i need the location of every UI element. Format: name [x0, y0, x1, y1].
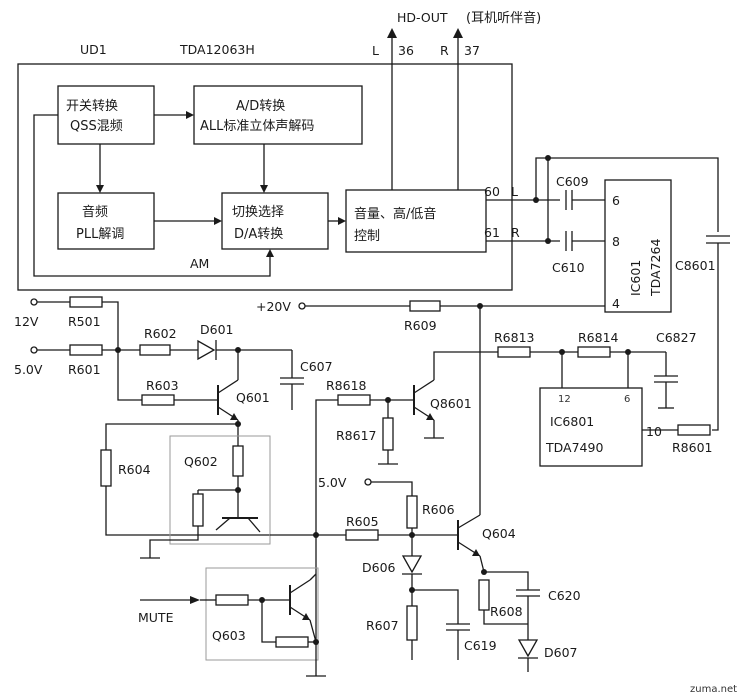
- supply-inputs: 12V R501 5.0V R601: [14, 296, 140, 377]
- r8618-label: R8618: [326, 378, 367, 393]
- r601-label: R601: [68, 362, 101, 377]
- c610-label: C610: [552, 260, 585, 275]
- d607-stage: R608 C620 D607: [478, 569, 581, 672]
- r6813-label: R6813: [494, 330, 535, 345]
- am-label: AM: [190, 256, 209, 271]
- r604: R604: [100, 449, 270, 536]
- ic601-pin6: 6: [612, 193, 620, 208]
- block-pll-line1: 音频: [82, 204, 108, 220]
- watermark: zuma.net: [690, 684, 737, 695]
- r602-d601-c607: R602 D601 C607: [139, 322, 333, 410]
- ud1-part: TDA12063H: [179, 42, 255, 57]
- block-qss: [57, 85, 155, 145]
- block-ad: [193, 85, 363, 145]
- c8601: C8601: [675, 235, 730, 431]
- q8601-stage: R8618 R8617 Q8601: [315, 351, 498, 645]
- hd-out-r-arrow-icon: [453, 28, 463, 38]
- d606-label: D606: [362, 560, 396, 575]
- q604-label: Q604: [482, 526, 516, 541]
- block-qss-line1: 开关转换: [66, 99, 118, 114]
- hd-out-group: HD-OUT (耳机听伴音) L 36 R 37: [372, 10, 541, 190]
- block-switch-line1: 切换选择: [232, 205, 284, 220]
- mute-label: MUTE: [138, 610, 174, 625]
- q603-area: MUTE Q603: [138, 567, 326, 677]
- v5a-label: 5.0V: [14, 362, 43, 377]
- c620-label: C620: [548, 588, 581, 603]
- ic601-pin8: 8: [612, 234, 620, 249]
- hd-out-pin-r-num: 37: [464, 43, 480, 58]
- q603-label: Q603: [212, 628, 246, 643]
- hd-out-pin-l-num: 36: [398, 43, 414, 58]
- block-ad-line2: ALL标准立体声解码: [200, 119, 314, 134]
- r608-label: R608: [490, 604, 523, 619]
- v5b-label: 5.0V: [318, 475, 347, 490]
- v20-rail: +20V R609: [256, 299, 605, 333]
- r602-label: R602: [144, 326, 177, 341]
- r501-label: R501: [68, 314, 101, 329]
- block-volume-line2: 控制: [354, 229, 380, 244]
- pin60-num: 60: [484, 184, 500, 199]
- c607-label: C607: [300, 359, 333, 374]
- d601-label: D601: [200, 322, 233, 337]
- audio-outputs: 60 L 61 R: [484, 155, 719, 244]
- block-volume-line1: 音量、高/低音: [354, 206, 436, 222]
- r606-label: R606: [422, 502, 455, 517]
- v20-label: +20V: [256, 299, 291, 314]
- ic601-pin4: 4: [612, 296, 620, 311]
- pin61-num: 61: [484, 225, 500, 240]
- c609: C609: [556, 174, 605, 210]
- r607-label: R607: [366, 618, 399, 633]
- r6814-label: R6814: [578, 330, 619, 345]
- c6827-label: C6827: [656, 330, 697, 345]
- r609-label: R609: [404, 318, 437, 333]
- ic6801-stage: R6813 R6814 C6827 12 6 10 IC6801 TDA7490…: [494, 330, 713, 467]
- hd-out-pin-l: L: [372, 43, 379, 58]
- r8617-label: R8617: [336, 428, 377, 443]
- hd-out-label: HD-OUT: [397, 10, 448, 25]
- q604-stage: 5.0V R606 R605 Q604: [270, 306, 516, 573]
- ic601-ref: IC601: [628, 260, 643, 296]
- r604-label: R604: [118, 462, 151, 477]
- hd-out-desc: (耳机听伴音): [466, 10, 541, 26]
- hd-out-pin-r: R: [440, 43, 449, 58]
- c619-label: C619: [464, 638, 497, 653]
- mute-arrow-icon: [190, 596, 200, 604]
- block-qss-line2: QSS混频: [70, 119, 123, 134]
- ic6801-pin6: 6: [624, 394, 630, 405]
- q601-stage: R603 Q601: [105, 350, 270, 450]
- r603-label: R603: [146, 378, 179, 393]
- block-ad-line1: A/D转换: [236, 99, 285, 114]
- q601-label: Q601: [236, 390, 270, 405]
- ud1-outline: [17, 63, 513, 291]
- r8601-label: R8601: [672, 440, 713, 455]
- d607-label: D607: [544, 645, 577, 660]
- q8601-label: Q8601: [430, 396, 472, 411]
- ic601-part: TDA7264: [648, 239, 663, 297]
- ud1-ref: UD1: [80, 42, 107, 57]
- ic6801-pin12: 12: [558, 394, 571, 405]
- c610: C610: [552, 231, 605, 275]
- block-flow: AM: [33, 111, 346, 277]
- block-switch-line2: D/A转换: [234, 227, 283, 242]
- r605-label: R605: [346, 514, 379, 529]
- hd-out-l-arrow-icon: [387, 28, 397, 38]
- ic601: 6 8 4 IC601 TDA7264: [604, 179, 672, 313]
- q602-area: Q602: [140, 435, 271, 559]
- ic6801-part: TDA7490: [545, 440, 603, 455]
- c8601-label: C8601: [675, 258, 716, 273]
- ic6801-ref: IC6801: [550, 414, 594, 429]
- v12-label: 12V: [14, 314, 39, 329]
- d606-stage: D606 R607 C619: [362, 535, 497, 660]
- pin61-ch: R: [511, 225, 520, 240]
- q602-label: Q602: [184, 454, 218, 469]
- ic6801-pin10: 10: [646, 424, 662, 439]
- block-pll-line2: PLL解调: [76, 227, 124, 242]
- c609-label: C609: [556, 174, 589, 189]
- pin60-ch: L: [511, 184, 518, 199]
